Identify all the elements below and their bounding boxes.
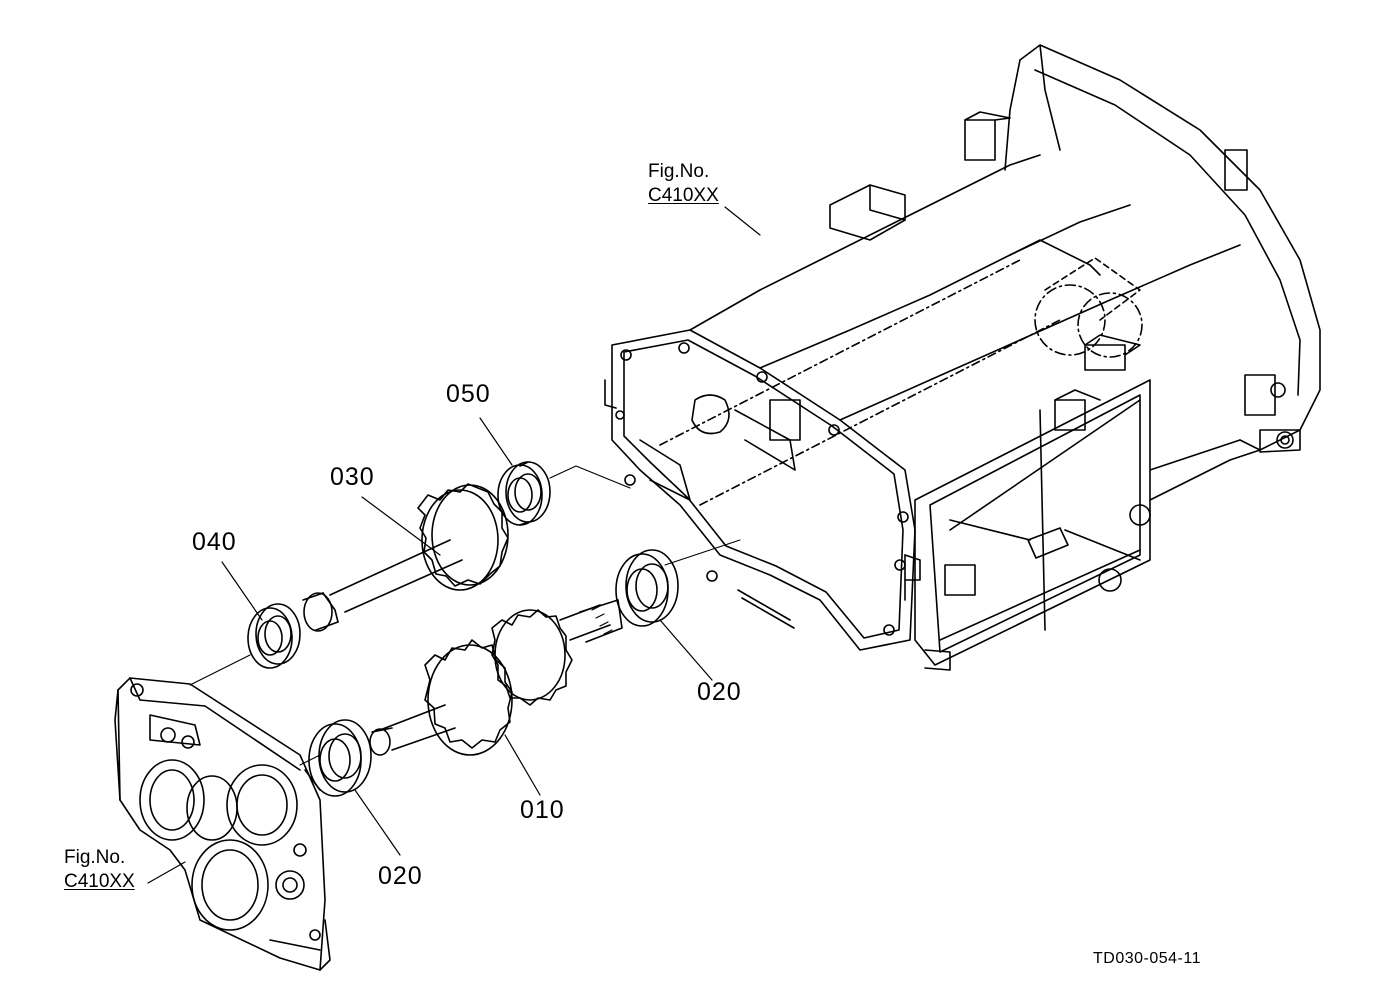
callout-010: 010: [520, 796, 565, 824]
bearing-050: [498, 462, 550, 525]
assembly-lines: [190, 466, 740, 765]
figure-ref-top-prefix: Fig.No.: [648, 161, 710, 182]
gear-030: [418, 484, 508, 590]
shaft-010: [370, 600, 622, 755]
shaft-030: [303, 484, 508, 631]
callout-030: 030: [330, 463, 375, 491]
bearing-020-left: [309, 720, 371, 796]
leader-lines: [148, 207, 760, 883]
figure-ref-top: Fig.No. C410XX: [648, 160, 719, 208]
figure-ref-bottom-code[interactable]: C410XX: [64, 871, 135, 892]
figure-ref-bottom-prefix: Fig.No.: [64, 847, 126, 868]
transmission-case: [605, 45, 1320, 670]
gear-010-large: [425, 640, 512, 755]
gear-010-small: [492, 610, 572, 705]
figure-ref-top-code[interactable]: C410XX: [648, 185, 719, 206]
front-cover: [115, 678, 330, 970]
bearing-040: [248, 604, 300, 668]
figure-ref-bottom: Fig.No. C410XX: [64, 846, 135, 894]
callout-020-right: 020: [697, 678, 742, 706]
callout-050: 050: [446, 380, 491, 408]
callout-040: 040: [192, 528, 237, 556]
bearing-020-right: [616, 550, 678, 626]
callout-020-left: 020: [378, 862, 423, 890]
drawing-id: TD030-054-11: [1093, 950, 1201, 967]
